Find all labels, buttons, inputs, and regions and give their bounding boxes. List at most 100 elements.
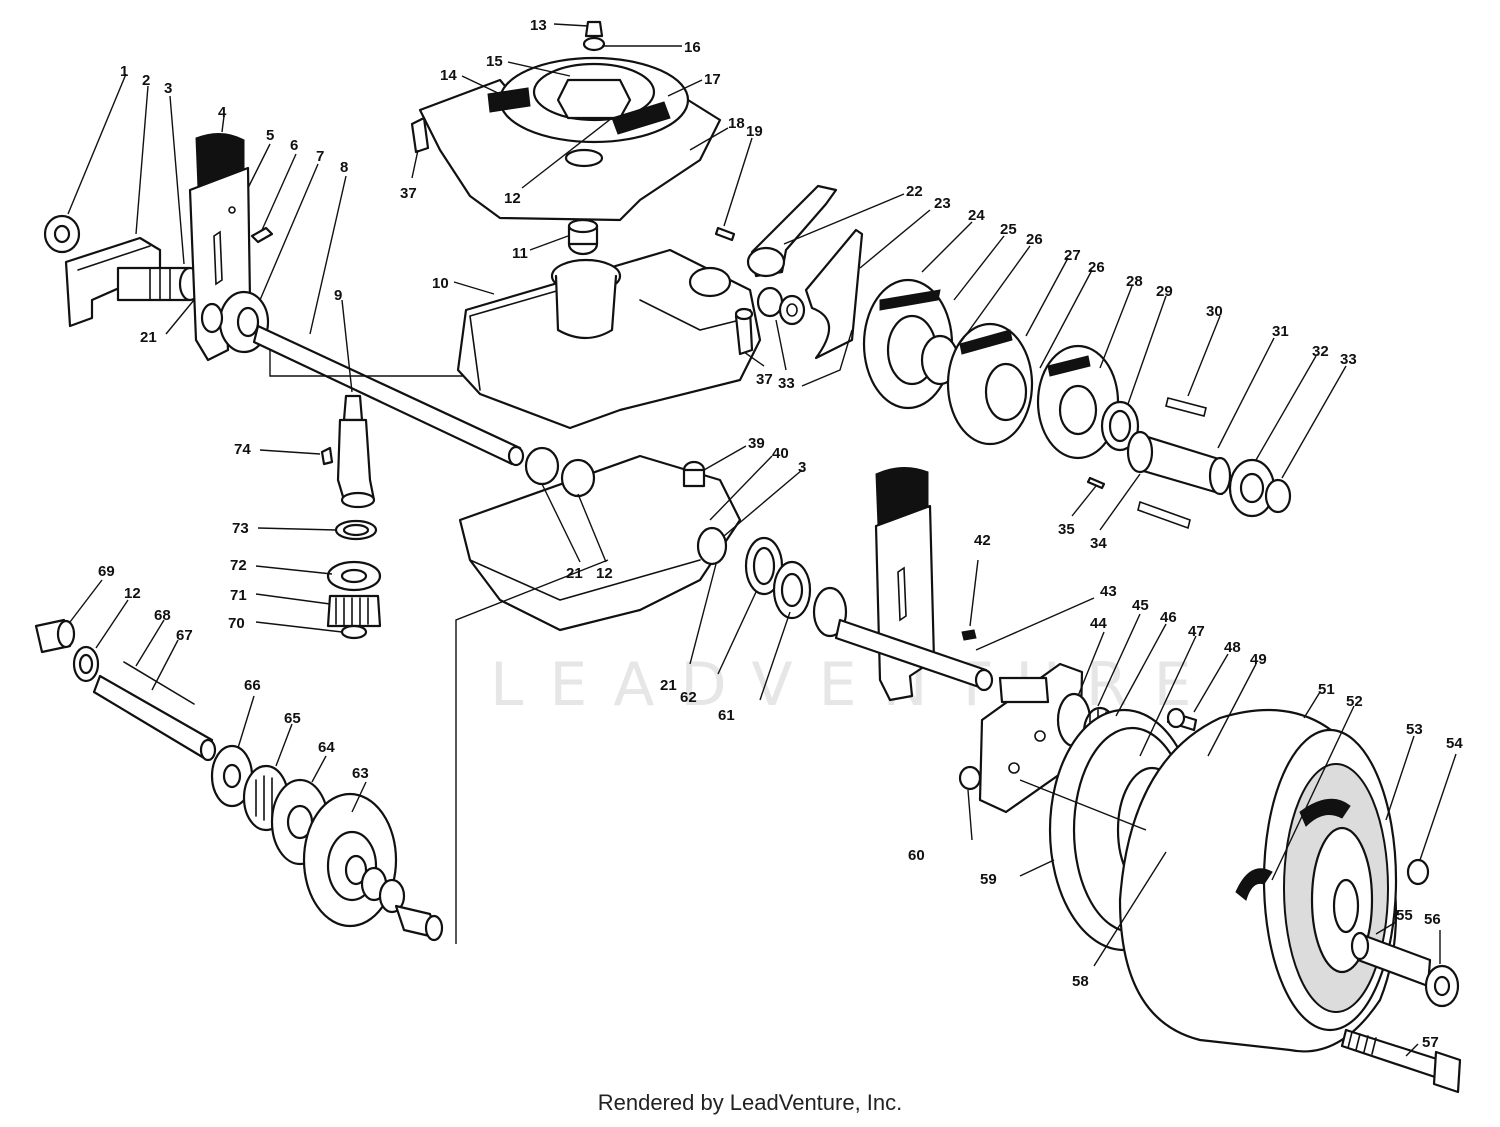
callout: 13 (530, 17, 589, 34)
callout-label: 3 (798, 459, 806, 476)
part-bushing-11 (567, 218, 599, 256)
callout-label: 68 (154, 607, 171, 624)
callout: 59 (980, 859, 1055, 888)
callout-label: 65 (284, 710, 301, 727)
callout: 40 (709, 445, 789, 521)
callout-label: 8 (340, 159, 348, 176)
callout-label: 56 (1424, 911, 1441, 928)
part-pinion-71 (326, 519, 382, 640)
assembly-line (455, 559, 609, 944)
callout-label: 72 (230, 557, 247, 574)
callout: 15 (486, 53, 571, 77)
callout-label: 74 (234, 441, 251, 458)
callout-label: 53 (1406, 721, 1423, 738)
callout: 21 (660, 563, 717, 694)
callout: 12 (95, 585, 141, 649)
callout-label: 21 (660, 677, 677, 694)
callout: 26 (1039, 259, 1105, 369)
callout-label: 19 (746, 123, 763, 140)
callout: 10 (432, 275, 495, 295)
assembly-line (801, 329, 853, 387)
callout-label: 3 (164, 80, 172, 97)
part-nut-54 (1406, 858, 1430, 886)
callout-label: 14 (440, 67, 457, 84)
callout: 37 (400, 149, 419, 202)
part-lower-housing (458, 446, 742, 632)
part-gear-27 (946, 322, 1034, 446)
callout: 22 (783, 183, 923, 245)
part-fitting-13-16 (582, 20, 606, 52)
callout: 56 (1424, 911, 1441, 964)
callout: 1 (67, 63, 128, 215)
callout-label: 52 (1346, 693, 1363, 710)
callout: 4 (218, 104, 227, 133)
part-rings-61-62 (744, 536, 848, 638)
part-shaft-8 (252, 324, 525, 467)
callout: 39 (703, 435, 765, 471)
part-washers-33 (756, 286, 806, 326)
callout-label: 6 (290, 137, 298, 154)
part-ring-29 (1100, 400, 1140, 452)
callout: 65 (275, 710, 301, 767)
callout-label: 49 (1250, 651, 1267, 668)
part-bushing-69 (34, 618, 100, 683)
callout: 14 (440, 67, 501, 95)
part-worm-shaft-9 (320, 394, 376, 509)
callout-label: 26 (1088, 259, 1105, 276)
callout-label: 10 (432, 275, 449, 292)
callout: 64 (311, 739, 335, 783)
callout-label: 33 (778, 375, 795, 392)
callout: 62 (680, 591, 757, 706)
callout-label: 46 (1160, 609, 1177, 626)
callout: 31 (1217, 323, 1289, 449)
callout: 51 (1303, 681, 1335, 719)
callout: 73 (232, 520, 337, 537)
callout: 42 (969, 532, 991, 627)
callout-label: 63 (352, 765, 369, 782)
callout: 45 (1097, 597, 1149, 707)
callout: 16 (602, 39, 701, 56)
callout-label: 22 (906, 183, 923, 200)
callout: 34 (1090, 473, 1141, 552)
callout-label: 15 (486, 53, 503, 70)
callout: 24 (921, 207, 985, 273)
callout: 32 (1255, 343, 1329, 461)
callout: 48 (1193, 639, 1241, 713)
callout-label: 67 (176, 627, 193, 644)
part-key-6 (250, 226, 274, 244)
watermark: LEADVENTURE (490, 650, 1218, 720)
callout-label: 23 (934, 195, 951, 212)
assembly-line (269, 350, 464, 377)
callout: 47 (1139, 623, 1205, 757)
callout-label: 32 (1312, 343, 1329, 360)
callout: 29 (1127, 283, 1173, 405)
callout-label: 12 (504, 190, 521, 207)
callout-label: 42 (974, 532, 991, 549)
callout: 37 (743, 351, 773, 388)
callout-label: 24 (968, 207, 985, 224)
callout-label: 17 (704, 71, 721, 88)
callout: 46 (1115, 609, 1177, 717)
callout-label: 73 (232, 520, 249, 537)
callout-label: 60 (908, 847, 925, 864)
callout-label: 45 (1132, 597, 1149, 614)
callout-label: 64 (318, 739, 335, 756)
callout-label: 58 (1072, 973, 1089, 990)
part-clutch-24-25 (862, 278, 960, 410)
callout-label: 44 (1090, 615, 1107, 632)
callout: 71 (230, 587, 331, 605)
callout: 54 (1419, 735, 1463, 861)
callout-label: 28 (1126, 273, 1143, 290)
callout: 53 (1385, 721, 1423, 821)
callout: 8 (309, 159, 348, 335)
callout: 25 (953, 221, 1017, 301)
callout: 2 (135, 72, 150, 235)
callout-label: 26 (1026, 231, 1043, 248)
callout: 61 (718, 611, 791, 724)
callout-label: 59 (980, 871, 997, 888)
callout: 17 (667, 71, 721, 97)
callout-label: 9 (334, 287, 342, 304)
callout: 19 (723, 123, 763, 227)
callout: 12 (577, 493, 613, 582)
callout: 9 (334, 287, 353, 393)
